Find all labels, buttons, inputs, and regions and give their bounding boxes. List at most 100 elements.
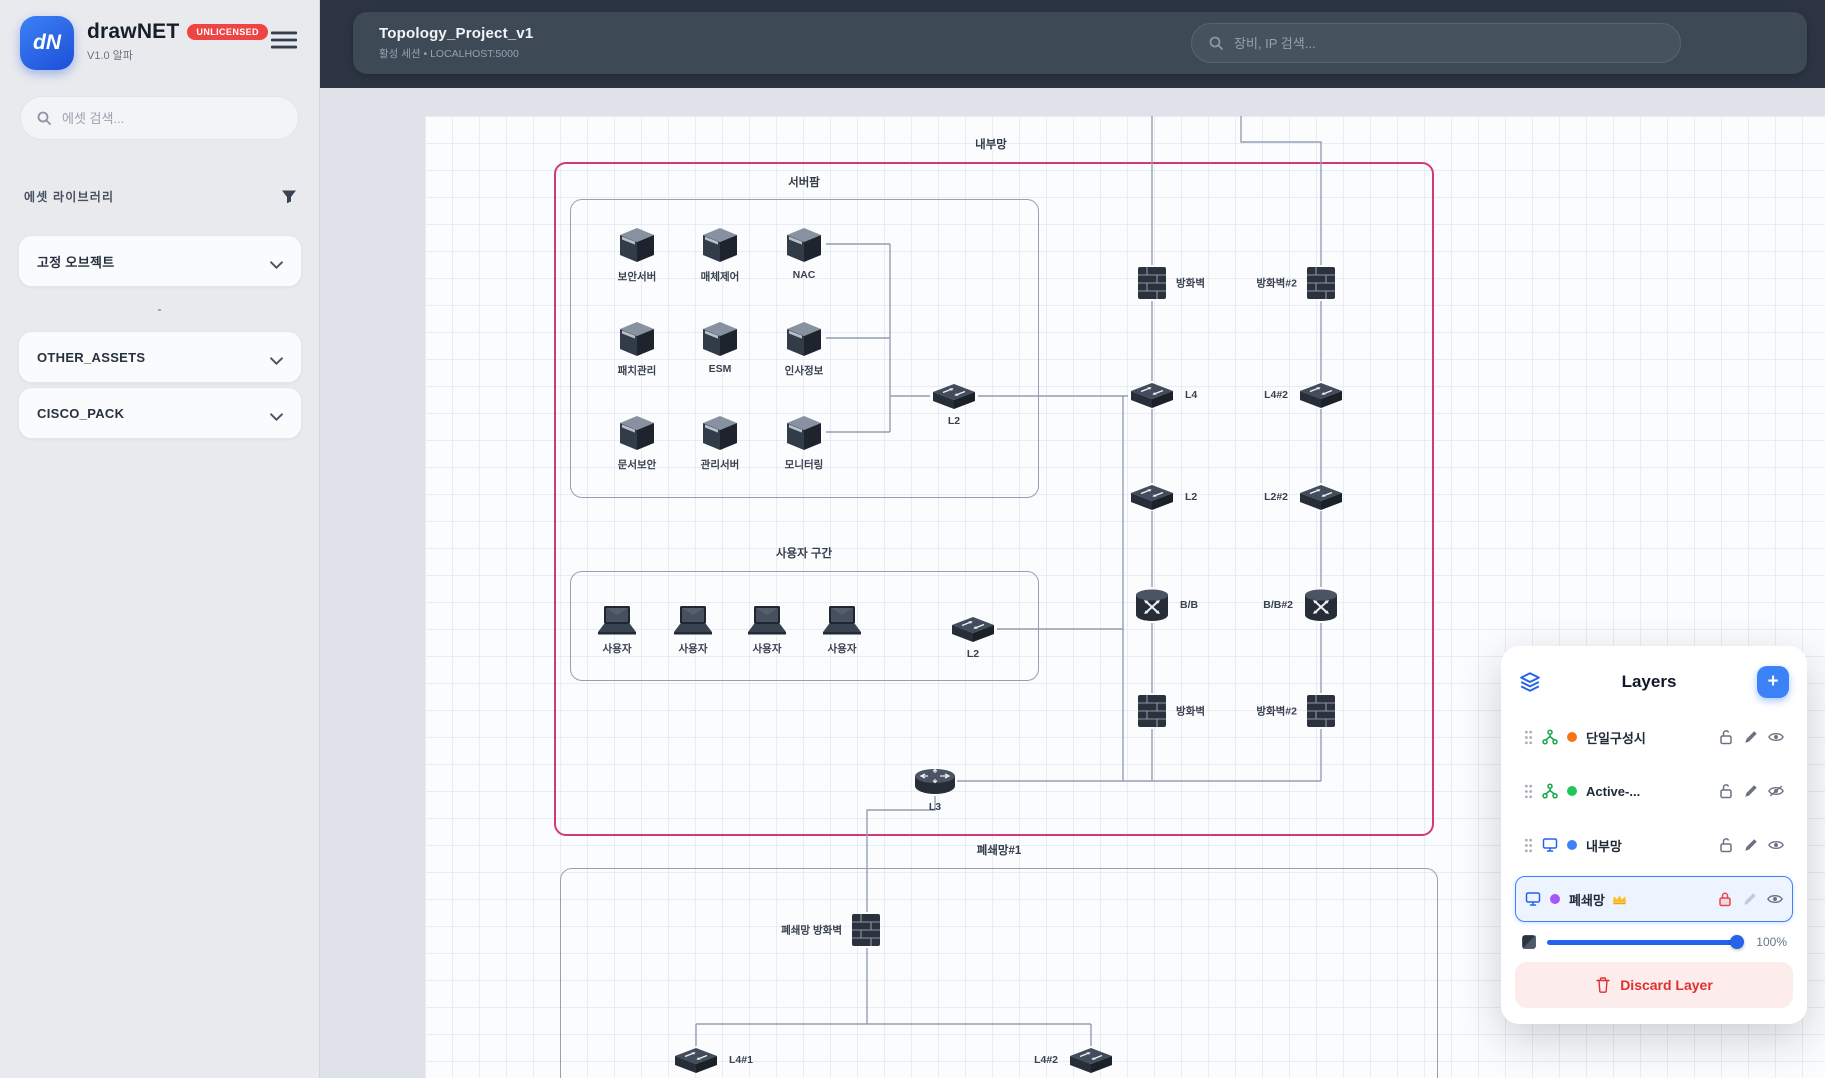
- device-laptop[interactable]: [671, 604, 715, 636]
- drag-handle-icon[interactable]: [1524, 784, 1533, 799]
- device-label: L3: [928, 801, 942, 813]
- chevron-down-icon: [270, 409, 283, 422]
- add-layer-button[interactable]: +: [1757, 666, 1789, 698]
- device-switch[interactable]: [1297, 381, 1345, 409]
- device-label: 모니터링: [784, 459, 824, 471]
- group-serverfarm[interactable]: [570, 199, 1039, 498]
- device-label: 사용자: [827, 643, 857, 655]
- layer-row[interactable]: Active-...: [1515, 768, 1793, 814]
- group-label-closed: 폐쇄망#1: [976, 845, 1022, 857]
- opacity-icon: [1521, 934, 1537, 950]
- section-cisco-pack[interactable]: CISCO_PACK: [18, 387, 302, 439]
- device-label: 사용자: [602, 643, 632, 655]
- lock-open-icon[interactable]: [1718, 837, 1734, 853]
- device-label: 보안서버: [617, 271, 657, 283]
- device-firewall[interactable]: [1306, 265, 1336, 301]
- layer-row[interactable]: 단일구성시: [1515, 714, 1793, 760]
- lock-open-icon[interactable]: [1718, 783, 1734, 799]
- unlicensed-badge: UNLICENSED: [187, 24, 268, 40]
- group-closed[interactable]: [560, 868, 1438, 1078]
- visibility-icon[interactable]: [1767, 891, 1783, 907]
- group-users[interactable]: [570, 571, 1039, 681]
- device-label: L2: [947, 415, 961, 427]
- device-label: L2: [1185, 491, 1198, 503]
- section-other-assets[interactable]: OTHER_ASSETS: [18, 331, 302, 383]
- group-internal[interactable]: [554, 162, 1434, 836]
- device-router[interactable]: [913, 766, 957, 796]
- device-search-input[interactable]: [1234, 35, 1664, 51]
- device-laptop[interactable]: [595, 604, 639, 636]
- device-label: 관리서버: [700, 459, 740, 471]
- asset-search-input[interactable]: [62, 110, 283, 126]
- layers-icon: [1519, 671, 1541, 693]
- device-label: L4#2: [1034, 1054, 1058, 1066]
- device-bb[interactable]: [1302, 587, 1340, 623]
- device-laptop[interactable]: [820, 604, 864, 636]
- visibility-icon[interactable]: [1768, 729, 1784, 745]
- device-label: L4: [1185, 389, 1198, 401]
- group-label-serverfarm: 서버팜: [788, 177, 820, 189]
- device-switch[interactable]: [1297, 483, 1345, 511]
- device-label: 사용자: [678, 643, 708, 655]
- header-bar: Topology_Project_v1 활성 세션 • LOCALHOST:50…: [353, 12, 1807, 74]
- drag-handle-icon[interactable]: [1524, 838, 1533, 853]
- device-label: B/B#2: [1263, 599, 1293, 611]
- device-switch[interactable]: [949, 615, 997, 643]
- device-switch[interactable]: [672, 1046, 720, 1074]
- lock-open-icon[interactable]: [1718, 729, 1734, 745]
- layer-row-selected[interactable]: 폐쇄망: [1515, 876, 1793, 922]
- connection-lines: [695, 116, 1322, 1046]
- device-label: 패치관리: [617, 365, 657, 377]
- device-switch[interactable]: [1067, 1046, 1115, 1074]
- device-server[interactable]: [782, 412, 826, 452]
- device-switch[interactable]: [1128, 483, 1176, 511]
- device-label: B/B: [1180, 599, 1199, 611]
- device-label: L4#2: [1264, 389, 1288, 401]
- drag-handle-icon[interactable]: [1524, 730, 1533, 745]
- layer-name: 내부망: [1586, 838, 1622, 854]
- device-label: 문서보안: [617, 459, 657, 471]
- device-label: 방화벽#2: [1256, 277, 1297, 290]
- device-label: 방화벽: [1176, 277, 1205, 290]
- device-laptop[interactable]: [745, 604, 789, 636]
- device-firewall[interactable]: [1137, 693, 1167, 729]
- layer-row[interactable]: 내부망: [1515, 822, 1793, 868]
- device-label: L2: [966, 648, 980, 660]
- device-firewall[interactable]: [851, 912, 881, 948]
- device-server[interactable]: [698, 318, 742, 358]
- edit-icon[interactable]: [1743, 729, 1759, 745]
- filter-icon[interactable]: [281, 189, 297, 204]
- device-switch[interactable]: [1128, 381, 1176, 409]
- trash-icon: [1595, 977, 1611, 993]
- opacity-slider[interactable]: [1547, 935, 1744, 949]
- device-bb[interactable]: [1133, 587, 1171, 623]
- device-firewall[interactable]: [1306, 693, 1336, 729]
- section-fixed-objects[interactable]: 고정 오브젝트: [18, 235, 302, 287]
- device-firewall[interactable]: [1137, 265, 1167, 301]
- device-switch[interactable]: [930, 382, 978, 410]
- lock-closed-icon[interactable]: [1717, 891, 1733, 907]
- device-label: 매체제어: [700, 271, 740, 283]
- opacity-slider-thumb[interactable]: [1730, 935, 1744, 949]
- hamburger-menu-icon[interactable]: [270, 30, 298, 50]
- device-server[interactable]: [782, 318, 826, 358]
- device-server[interactable]: [615, 412, 659, 452]
- device-label: NAC: [792, 269, 816, 281]
- sidebar-divider-text: -: [157, 302, 162, 316]
- discard-layer-button[interactable]: Discard Layer: [1515, 962, 1793, 1008]
- device-server[interactable]: [615, 318, 659, 358]
- chevron-down-icon: [270, 353, 283, 366]
- asset-search[interactable]: [20, 96, 299, 140]
- device-server[interactable]: [782, 224, 826, 264]
- edit-icon[interactable]: [1742, 891, 1758, 907]
- chevron-down-icon: [270, 257, 283, 270]
- device-search[interactable]: [1191, 23, 1681, 63]
- visibility-off-icon[interactable]: [1768, 783, 1784, 799]
- edit-icon[interactable]: [1743, 837, 1759, 853]
- device-server[interactable]: [615, 224, 659, 264]
- device-server[interactable]: [698, 224, 742, 264]
- session-status: 활성 세션 • LOCALHOST:5000: [379, 48, 519, 60]
- visibility-icon[interactable]: [1768, 837, 1784, 853]
- device-server[interactable]: [698, 412, 742, 452]
- edit-icon[interactable]: [1743, 783, 1759, 799]
